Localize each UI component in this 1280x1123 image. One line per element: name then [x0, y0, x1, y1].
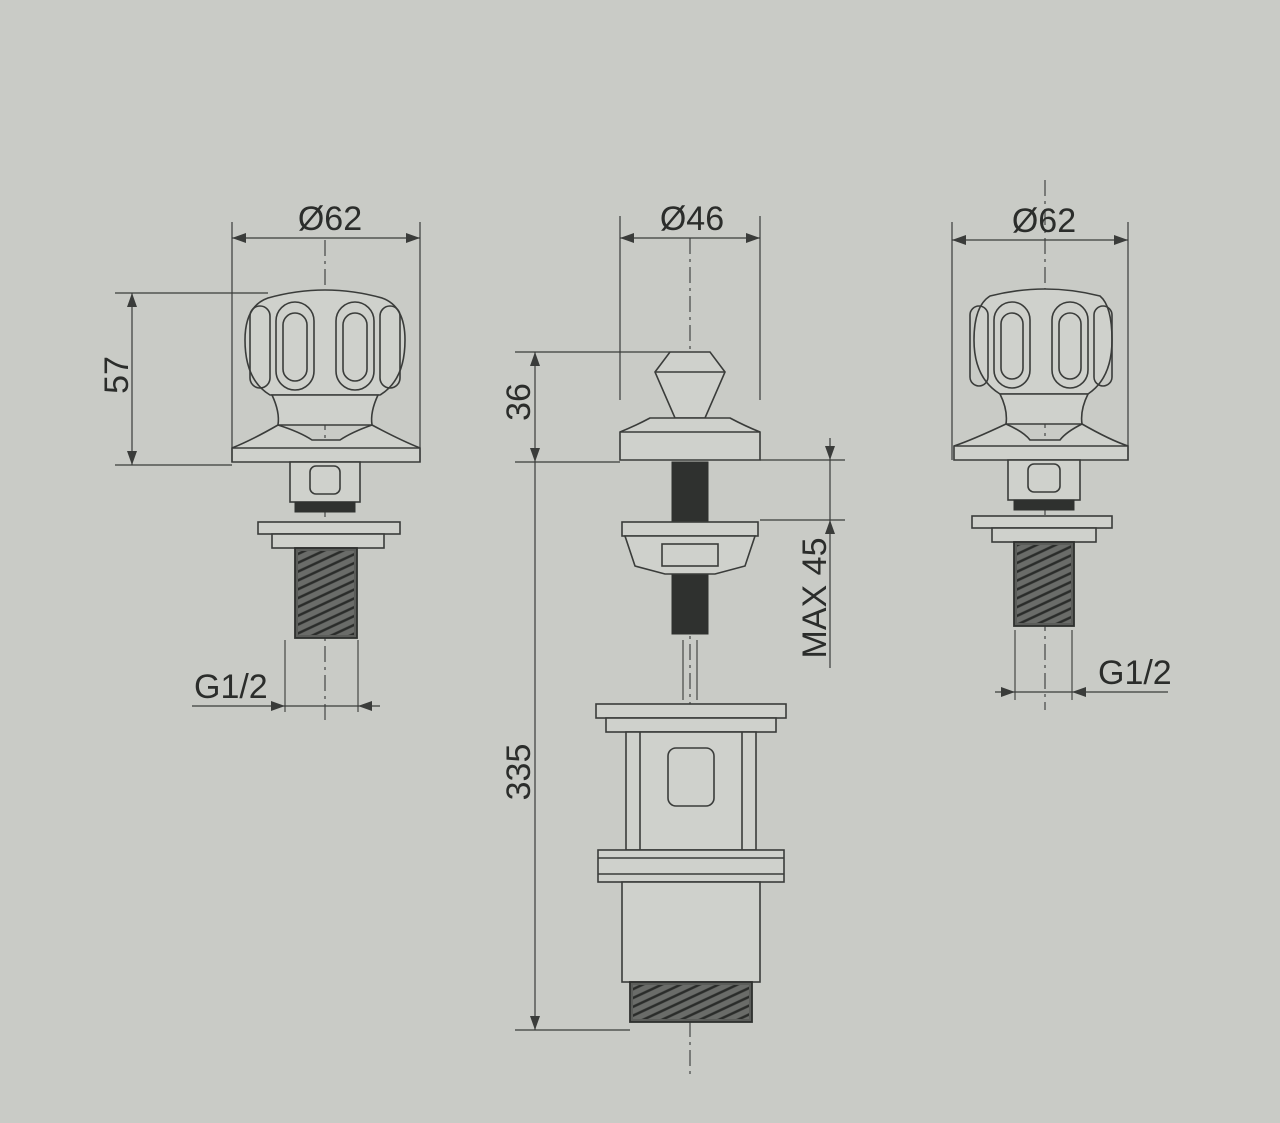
left-thread-label: G1/2: [194, 668, 268, 706]
right-diameter-label: Ø62: [1012, 202, 1076, 240]
right-thread-dimension: G1/2: [995, 654, 1172, 697]
left-height-label: 57: [98, 356, 136, 394]
left-valve: Ø62 57 G1/2: [98, 200, 421, 720]
left-diameter-label: Ø62: [298, 200, 362, 238]
right-valve: Ø62 G1/2: [951, 180, 1172, 710]
center-total-length-label: 335: [500, 744, 538, 801]
center-diameter-label: Ø46: [660, 200, 724, 238]
center-max-thickness-label: MAX 45: [796, 538, 834, 659]
center-total-length-dimension: 335: [500, 462, 630, 1031]
left-thread-dimension: G1/2: [192, 668, 380, 711]
center-rod: [621, 461, 759, 700]
center-diameter-dimension: Ø46: [619, 200, 761, 400]
center-waste-body: [595, 703, 787, 1023]
right-thread-label: G1/2: [1098, 654, 1172, 692]
center-max-thickness-dimension: MAX 45: [760, 438, 845, 668]
right-valve-stem: [971, 459, 1113, 700]
left-height-dimension: 57: [98, 292, 268, 466]
center-knob: [619, 351, 761, 461]
right-diameter-dimension: Ø62: [951, 202, 1129, 460]
left-knob-head: [231, 289, 421, 463]
right-knob-head: [953, 288, 1129, 461]
left-diameter-dimension: Ø62: [231, 200, 421, 462]
left-valve-stem: [257, 461, 401, 712]
center-knob-height-dimension: 36: [500, 351, 670, 463]
center-knob-height-label: 36: [500, 383, 538, 421]
center-waste: Ø46 36 MAX 45 335: [500, 200, 845, 1078]
